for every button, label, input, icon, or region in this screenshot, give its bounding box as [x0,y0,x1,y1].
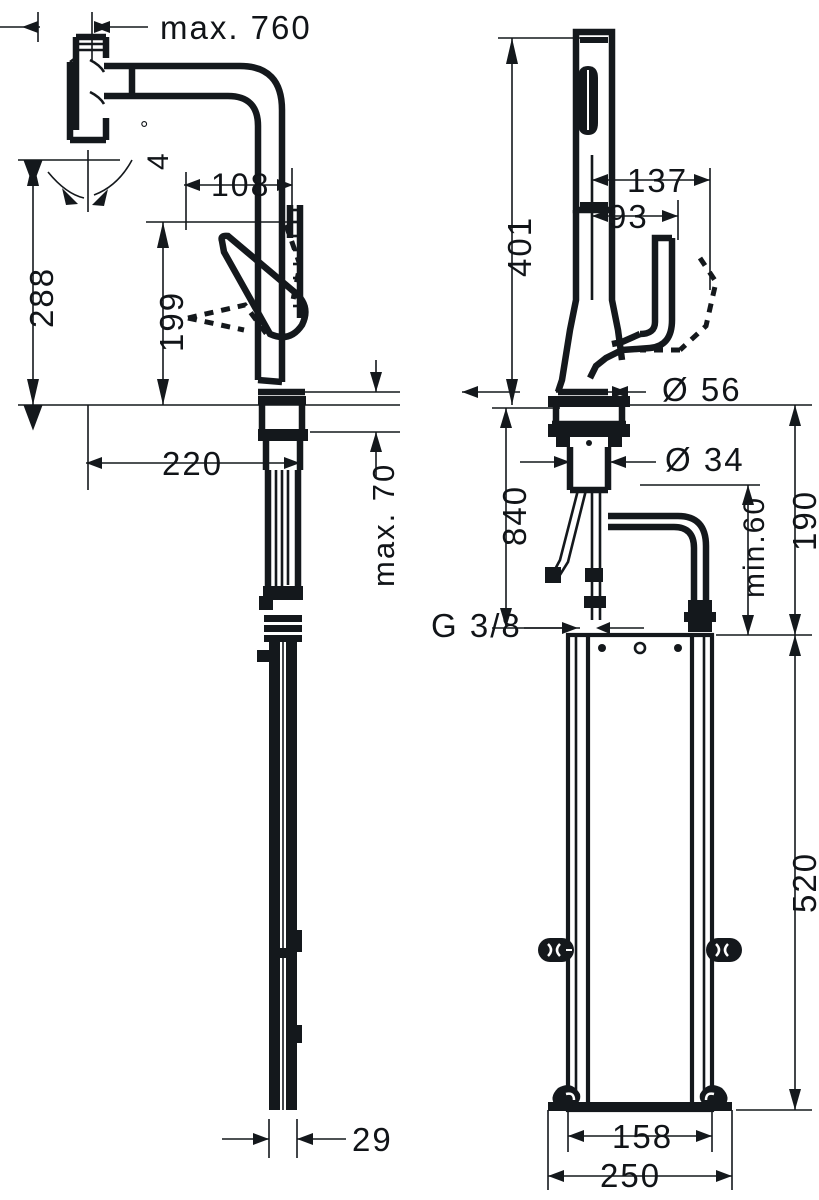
dim-137 [592,168,711,290]
dim-190 [630,404,812,636]
dim-158 [567,1110,713,1152]
label-min60: min.60 [738,495,771,598]
label-840: 840 [496,484,533,546]
lever-handle-side [587,234,676,380]
side-clamp-left [538,938,574,962]
dim-dia34 [520,456,656,468]
dim-max760 [0,12,148,60]
label-190: 190 [786,489,819,551]
dim-4-degrees [47,150,133,212]
counter-mount-side [548,396,630,494]
dim-min60 [640,484,760,635]
dim-250 [547,1110,733,1190]
housing-box [538,632,742,1113]
label-dia34: Ø 34 [665,441,745,478]
dim-108 [184,168,293,230]
label-108: 108 [211,167,271,203]
dim-199 [146,221,296,405]
dim-520 [736,635,812,1111]
label-401: 401 [501,215,538,277]
label-199: 199 [153,290,190,352]
label-93: 93 [608,198,649,235]
dim-220 [86,405,300,490]
side-clamp-right [706,938,742,962]
counter-mount-front [258,388,308,470]
lever-movement-dashed [640,256,719,353]
label-250: 250 [600,1157,662,1194]
spout-front [104,62,286,205]
label-angle-4: 4 [142,151,175,170]
dim-288 [18,159,120,431]
dim-29 [222,1119,346,1158]
shaft-hose-front [257,470,303,1110]
label-520: 520 [786,851,819,913]
spray-head-serrations [293,205,304,318]
label-29: 29 [352,1121,393,1158]
spray-head-side [572,28,616,214]
dim-dia56 [462,386,646,398]
label-max-70: max. 70 [366,462,401,587]
label-288: 288 [23,266,60,328]
label-dia56: Ø 56 [662,371,742,408]
spray-head-front [218,200,309,386]
faucet-handle-front [66,33,110,144]
hoses-side [545,489,716,632]
label-158: 158 [612,1118,674,1155]
dim-max70 [300,360,400,478]
label-137: 137 [627,162,689,199]
dim-93 [592,200,679,240]
label-g38: G 3/8 [431,607,522,644]
dim-g38 [524,622,644,634]
label-220: 220 [162,445,224,482]
label-degree-symbol: ° [140,118,151,141]
label-max-760: max. 760 [160,9,312,46]
